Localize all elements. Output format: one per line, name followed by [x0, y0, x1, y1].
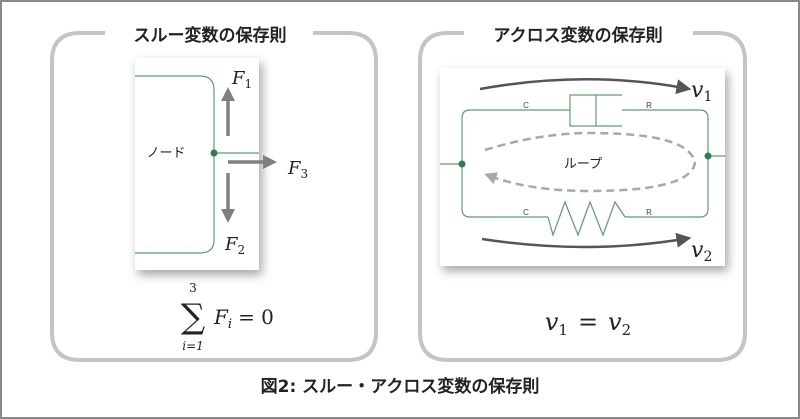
label-v1: v1 [691, 78, 712, 105]
across-equation: v1=v2 [545, 308, 631, 339]
node-dot [210, 149, 218, 157]
node-dot-right [704, 152, 712, 160]
through-panel: スルー変数の保存則 ノード F1 F2 F3 3 ∑ i=1 Fi= 0 [50, 25, 378, 362]
across-title: アクロス変数の保存則 [493, 25, 662, 46]
loop-label: ループ [564, 157, 602, 172]
through-equation: 3 ∑ i=1 Fi= 0 [181, 281, 274, 353]
node-label: ノード [146, 146, 185, 161]
port-c-bottom: C [523, 208, 529, 217]
sum-term: Fi= 0 [213, 305, 274, 332]
port-r-bottom: R [646, 208, 652, 217]
label-v2: v2 [691, 238, 712, 265]
node-diagram-card [135, 58, 259, 270]
node-wire [135, 75, 215, 254]
port-c-top: C [523, 101, 529, 110]
right-wire [622, 109, 709, 218]
sum-upper-limit: 3 [189, 281, 197, 295]
label-f1: F1 [231, 68, 252, 91]
damper-icon [569, 94, 622, 127]
loop-dashed-arrow [484, 131, 697, 193]
label-f2: F2 [224, 234, 245, 257]
through-title: スルー変数の保存則 [134, 25, 287, 46]
spring-icon [547, 200, 626, 237]
v1-arrow [479, 78, 692, 95]
label-f3: F3 [287, 158, 308, 181]
sum-lower-limit: i=1 [182, 339, 204, 353]
panel-border [418, 31, 747, 362]
node-dot-left [458, 160, 466, 168]
across-panel: アクロス変数の保存則 C R C R v1 v2 ループ v1=v2 [418, 25, 747, 362]
port-r-top: R [646, 101, 652, 110]
sum-sigma: ∑ [181, 297, 205, 337]
v2-arrow [481, 232, 692, 249]
figure-caption: 図2: スルー・アクロス変数の保存則 [261, 376, 540, 397]
panel-border [50, 31, 378, 362]
